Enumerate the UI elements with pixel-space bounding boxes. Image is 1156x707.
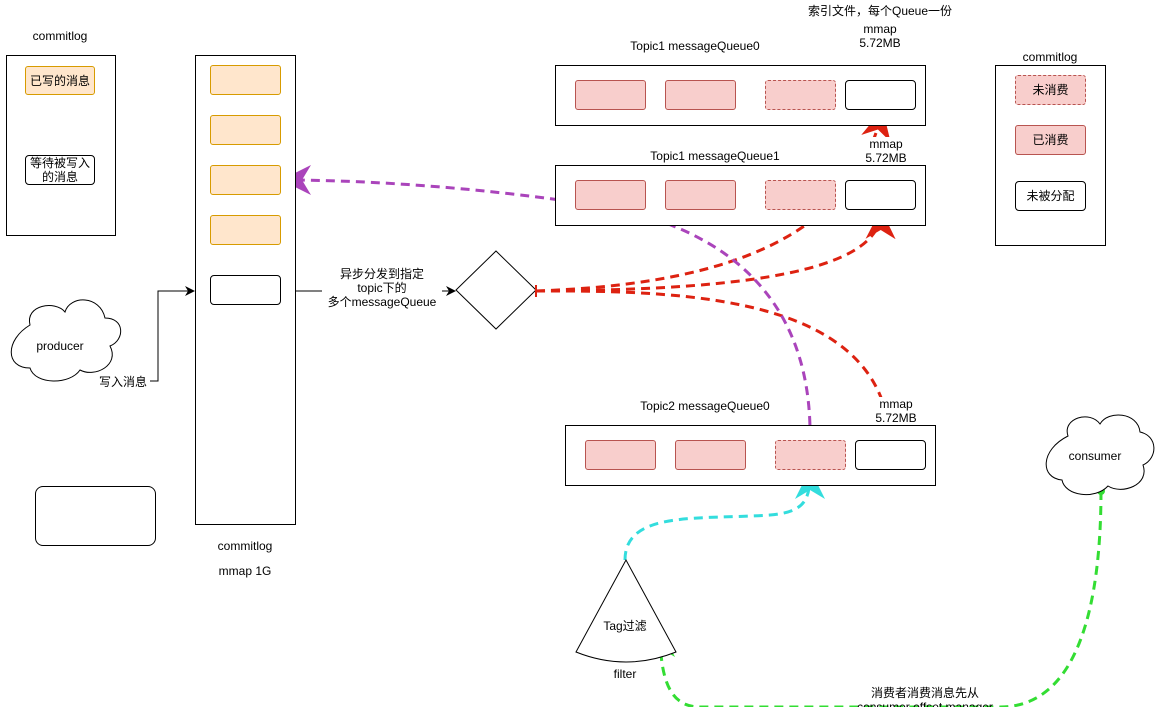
dispatch-arrow-queue1 [535, 209, 896, 293]
producer-label: producer [36, 339, 84, 353]
commitlog-main-mmap: mmap 1G [218, 564, 272, 578]
queue1-mmap: mmap 5.72MB [846, 137, 926, 165]
legend-consumed-label: 已消费 [1032, 133, 1069, 147]
commitlog-message-1 [210, 65, 281, 95]
legend-pending-block: 等待被写入 的消息 [25, 155, 95, 185]
consumer-label: consumer [1068, 449, 1122, 463]
legend-consumed-block: 已消费 [1015, 125, 1086, 155]
queue0-title: Topic1 messageQueue0 [630, 39, 760, 53]
commitlog-message-pending [210, 275, 281, 305]
consumer-cloud [1045, 414, 1155, 496]
dispatch-label: 异步分发到指定 topic下的 多个messageQueue [322, 267, 442, 309]
dispatcher-diamond [455, 250, 537, 330]
consumer-to-filter-arrow [645, 490, 1103, 707]
legend-written-label: 已写的消息 [29, 73, 90, 88]
queue1-consumed-2 [665, 180, 736, 210]
commitlog-message-4 [210, 215, 281, 245]
empty-rounded-box [35, 486, 156, 546]
queue2-mmap: mmap 5.72MB [856, 397, 936, 425]
queue0-consumed-2 [665, 80, 736, 110]
commitlog-main-caption: commitlog [217, 539, 273, 553]
legend-unconsumed-label: 未消费 [1032, 83, 1069, 97]
legend-unconsumed-block: 未消费 [1015, 75, 1086, 105]
legend-written-block: 已写的消息 [25, 66, 95, 95]
legend-left-title: commitlog [32, 29, 88, 43]
queue2-consumed-2 [675, 440, 746, 470]
queue2-title: Topic2 messageQueue0 [640, 399, 770, 413]
filter-cone [575, 558, 677, 663]
consumer-offset-note: 消费者消费消息先从 consumer offset manager [857, 686, 993, 707]
commitlog-message-2 [210, 115, 281, 145]
producer-cloud [10, 299, 122, 382]
filter-caption: filter [613, 667, 637, 681]
legend-unassigned-label: 未被分配 [1026, 189, 1075, 203]
legend-unassigned-block: 未被分配 [1015, 181, 1086, 211]
producer-edge-label: 写入消息 [96, 375, 150, 389]
legend-pending-label: 等待被写入 的消息 [29, 156, 90, 184]
queue0-mmap: mmap 5.72MB [859, 22, 901, 50]
queue0-unassigned [845, 80, 916, 110]
queue1-title: Topic1 messageQueue1 [650, 149, 780, 163]
filter-tag-label: Tag过滤 [603, 619, 647, 633]
filter-to-queue-arrow [623, 469, 825, 561]
queue2-unconsumed [775, 440, 846, 470]
queue2-unassigned [855, 440, 926, 470]
queue2-consumed-1 [585, 440, 656, 470]
queue1-unconsumed [765, 180, 836, 210]
commitlog-message-3 [210, 165, 281, 195]
queue0-consumed-1 [575, 80, 646, 110]
queue1-consumed-1 [575, 180, 646, 210]
legend-right-title: commitlog [1022, 50, 1078, 64]
queue1-unassigned [845, 180, 916, 210]
queue0-unconsumed [765, 80, 836, 110]
dispatch-arrow-topic2-queue0 [535, 289, 903, 441]
index-file-note: 索引文件，每个Queue一份 [807, 4, 953, 18]
